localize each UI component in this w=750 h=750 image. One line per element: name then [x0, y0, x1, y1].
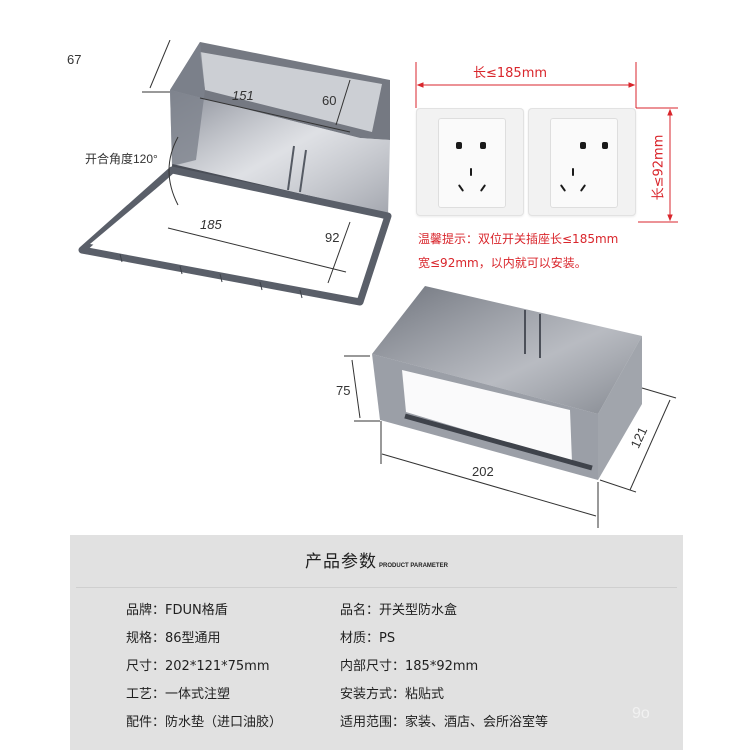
- box-height-dimension-label: 75: [336, 383, 351, 398]
- socket-pin-icon: [470, 168, 472, 176]
- socket-pin-icon: [580, 142, 586, 149]
- socket-pin-icon: [559, 184, 567, 192]
- installation-tip-line-1: 温馨提示：双位开关插座长≤185mm: [418, 232, 619, 246]
- inner-height-dimension-label: 60: [322, 93, 337, 108]
- param-spec: 规格：86型通用: [126, 631, 221, 646]
- closed-box-illustration: [344, 286, 677, 528]
- socket-pin-icon: [479, 184, 487, 192]
- open-box-diagram: 67 151 60 开合角度120° 185 92: [60, 40, 400, 320]
- base-width-dimension-label: 92: [325, 230, 340, 245]
- param-accessory: 配件：防水垫（进口油胶）: [126, 715, 283, 730]
- panel-title-en: PRODUCT PARAMETER: [379, 563, 448, 569]
- socket-plate-left: [416, 108, 524, 216]
- param-process: 工艺：一体式注塑: [126, 687, 231, 702]
- param-material: 材质：PS: [340, 631, 396, 646]
- param-inner-size: 内部尺寸：185*92mm: [340, 659, 479, 674]
- socket-dimension-lines: [415, 62, 678, 223]
- socket-height-label: 长≤92mm: [651, 134, 667, 201]
- param-brand: 品牌：FDUN格盾: [126, 603, 228, 618]
- socket-pin-icon: [572, 168, 574, 176]
- panel-title-cn: 产品参数: [305, 552, 378, 572]
- depth-dimension-label: 67: [67, 52, 82, 67]
- closed-box-diagram: 75 202 121: [330, 280, 690, 530]
- param-application: 适用范围：家装、酒店、会所浴室等: [340, 715, 549, 730]
- watermark: 9o: [632, 705, 650, 722]
- socket-pin-icon: [579, 184, 587, 192]
- inner-width-dimension-label: 151: [232, 88, 254, 103]
- param-size: 尺寸：202*121*75mm: [126, 659, 270, 674]
- open-angle-label: 开合角度120°: [85, 152, 158, 166]
- socket-pin-icon: [457, 184, 465, 192]
- socket-pin-icon: [456, 142, 462, 149]
- param-install-method: 安装方式：粘贴式: [340, 687, 445, 702]
- socket-pin-icon: [480, 142, 486, 149]
- installation-tip-line-2: 宽≤92mm，以内就可以安装。: [418, 256, 587, 270]
- socket-length-label: 长≤185mm: [473, 66, 548, 81]
- socket-size-diagram: 长≤185mm 长≤92mm 温馨提示：双位开关插座长≤185mm 宽≤92mm…: [410, 50, 690, 280]
- open-box-illustration: [78, 40, 392, 306]
- socket-pin-icon: [602, 142, 608, 149]
- base-length-dimension-label: 185: [200, 217, 222, 232]
- panel-divider: [76, 587, 677, 588]
- box-length-dimension-label: 202: [472, 464, 494, 479]
- socket-plate-right: [528, 108, 636, 216]
- param-product-name: 品名：开关型防水盒: [340, 603, 458, 618]
